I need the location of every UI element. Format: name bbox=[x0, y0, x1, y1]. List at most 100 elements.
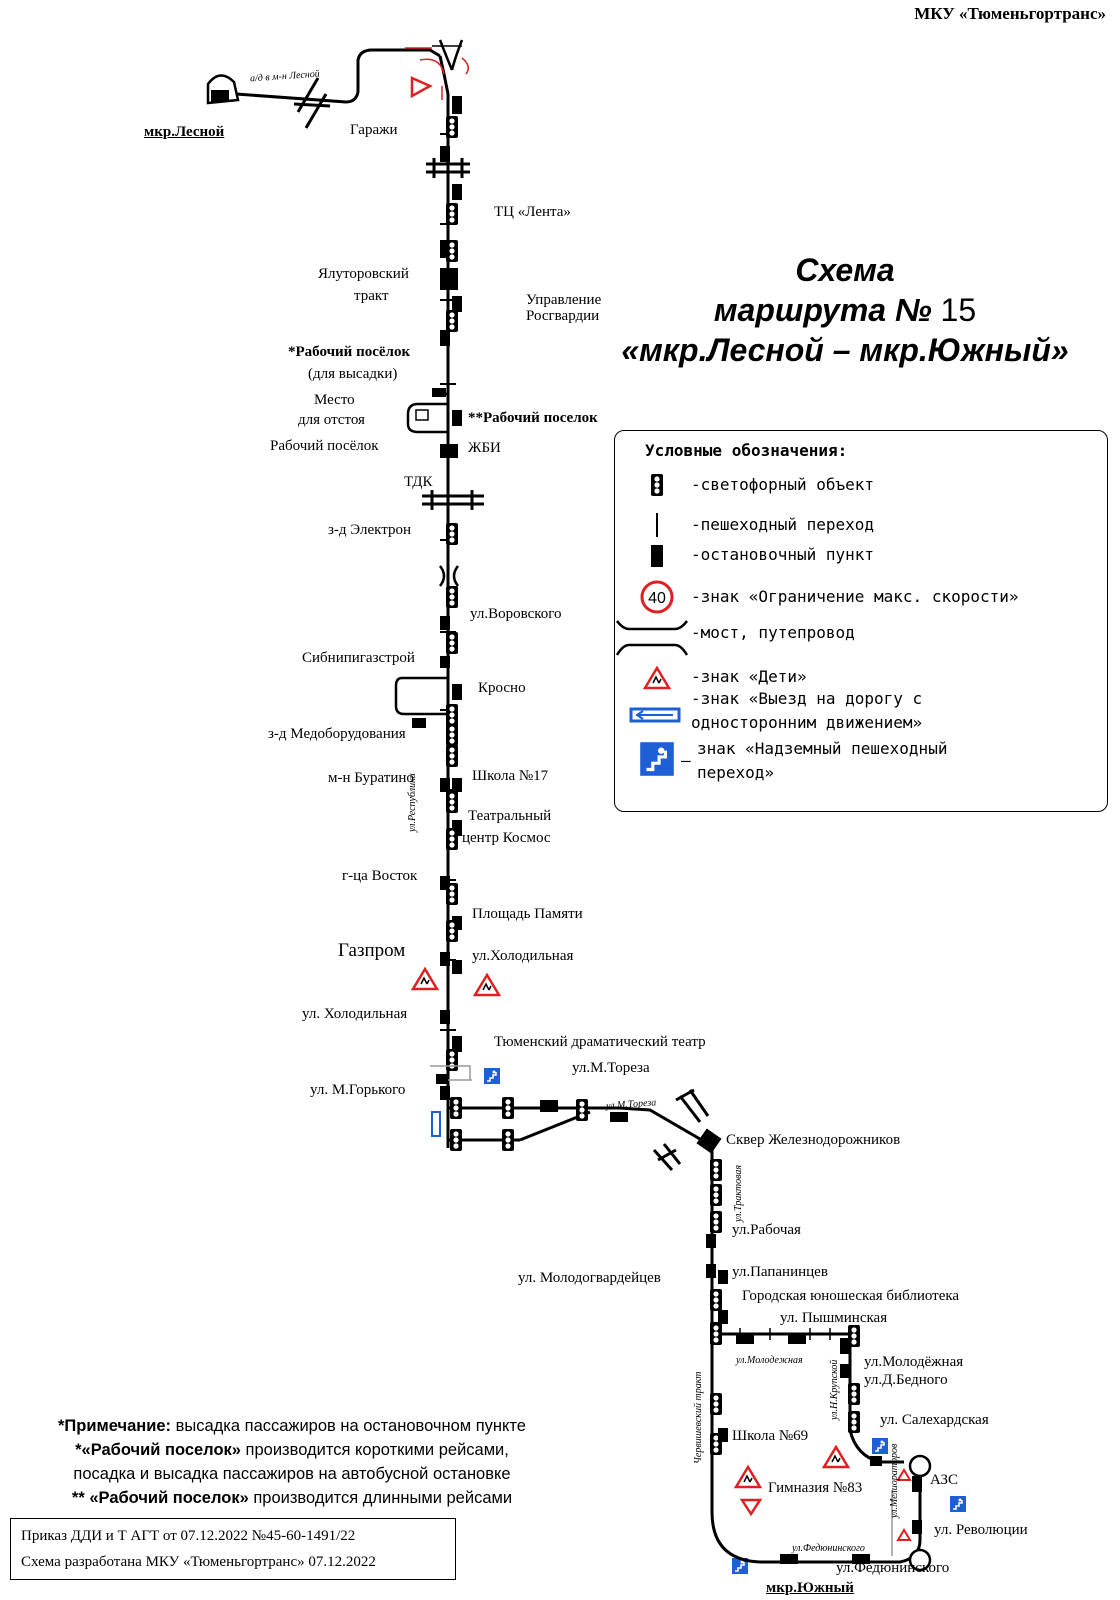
organization-name: МКУ «Тюменьгортранс» bbox=[914, 4, 1106, 23]
stop-label-zhbi: ЖБИ bbox=[468, 440, 501, 456]
stop-label-revol: ул. Революции bbox=[934, 1522, 1028, 1538]
stop-label-dramteatr: Тюменский драматический театр bbox=[494, 1034, 706, 1050]
stop-label-sibnipi: Сибнипигазстрой bbox=[302, 650, 415, 666]
legend-title: Условные обозначения: bbox=[645, 441, 848, 460]
stop-label-azs: АЗС bbox=[930, 1472, 958, 1488]
stop-label-bednogo: ул.Д.Бедного bbox=[864, 1372, 948, 1388]
stop-label-mesto-1: Место bbox=[314, 392, 355, 408]
stop-label-elektron: з-д Электрон bbox=[328, 522, 412, 538]
gorkogo-lights bbox=[450, 1097, 588, 1151]
one-way-exit-sign-icon bbox=[629, 707, 681, 723]
traffic-light-icon bbox=[651, 474, 663, 496]
yuzhny-terminal bbox=[908, 1454, 932, 1572]
footnote: *Примечание: высадка пассажиров на остан… bbox=[4, 1414, 580, 1510]
road-label-melioratorov: ул.Мелиораторов bbox=[889, 1443, 900, 1518]
stop-label-rab-high-2: (для высадки) bbox=[308, 366, 398, 382]
stop-label-yalut-2: тракт bbox=[354, 288, 389, 304]
stop-label-rosgv-2: Росгвардии bbox=[526, 308, 600, 324]
stop-label-gimn: Гимназия №83 bbox=[768, 1480, 863, 1496]
overpass-crossing-sign-icon bbox=[638, 740, 676, 777]
footnote-line-3: посадка и высадка пассажиров на автобусн… bbox=[73, 1465, 511, 1483]
stop-rab-high bbox=[432, 388, 446, 397]
stop-label-rabochaya: ул.Рабочая bbox=[732, 1222, 801, 1238]
stop-label-krosno: Кросно bbox=[478, 680, 526, 696]
stop-label-toreza: ул.М.Тореза bbox=[572, 1060, 650, 1076]
stop-label-fedyun: ул.Федюнинского bbox=[836, 1560, 950, 1576]
bus-stop-icon bbox=[651, 545, 663, 567]
stop-label-bibl: Городская юношеская библиотека bbox=[742, 1288, 960, 1304]
give-way-sign bbox=[410, 76, 433, 99]
road-label-toreza: ул.М.Тореза bbox=[605, 1097, 657, 1112]
one-way-sign-gorkogo bbox=[431, 1111, 441, 1137]
title-line-2: маршрута № 15 bbox=[713, 292, 977, 328]
stop-label-salekh: ул. Салехардская bbox=[880, 1412, 989, 1428]
stop-label-holod-l: ул. Холодильная bbox=[302, 1006, 408, 1022]
footnote-line-4: ** «Рабочий поселок» производится длинны… bbox=[71, 1489, 513, 1507]
stop-label-skver: Сквер Железнодорожников bbox=[726, 1132, 901, 1148]
stop-label-school17: Школа №17 bbox=[472, 768, 549, 784]
bridge-lesnoy bbox=[293, 77, 331, 129]
pedestrian-crossing-icon bbox=[656, 513, 658, 537]
bridge-garazhi bbox=[426, 158, 470, 178]
stop-label-rosgv-1: Управление bbox=[526, 292, 602, 308]
stop-label-burat: м-н Буратино bbox=[328, 770, 414, 786]
stop-label-papanin: ул.Папанинцев bbox=[732, 1264, 828, 1280]
stop-label-pamyat: Площадь Памяти bbox=[472, 906, 583, 922]
stop-label-pyshm: ул. Пышминская bbox=[780, 1310, 888, 1326]
road-label-nkrupskoy: ул.Н.Крупской bbox=[829, 1359, 840, 1420]
bridge-icon bbox=[615, 620, 689, 656]
gorkogo-stops bbox=[436, 1074, 628, 1122]
road-label-traktovaya: ул.Трактовая bbox=[733, 1164, 744, 1222]
stop-label-yalut-1: Ялуторовский bbox=[318, 266, 409, 282]
footnote-line-2: *«Рабочий поселок» производится коротким… bbox=[75, 1441, 509, 1459]
interchange-mid bbox=[438, 565, 460, 587]
second-trunk-lights bbox=[710, 1159, 722, 1455]
stop-label-molodezh: ул.Молодёжная bbox=[864, 1354, 964, 1370]
road-label-respubliki: ул.Республики bbox=[407, 773, 418, 832]
order-box: Приказ ДДИ и Т АГТ от 07.12.2022 №45-60-… bbox=[10, 1518, 456, 1580]
stop-label-holod-r: ул.Холодильная bbox=[472, 948, 574, 964]
stop-label-rab-long: **Рабочий поселок bbox=[468, 410, 598, 426]
road-label-cherv: Червишевский тракт bbox=[693, 1371, 704, 1464]
stop-label-molodogv: ул. Молодогвардейцев bbox=[518, 1270, 661, 1286]
svg-text:40: 40 bbox=[648, 590, 666, 607]
second-trunk-stops bbox=[706, 1234, 870, 1564]
stop-label-vorovsk: ул.Воровского bbox=[470, 606, 562, 622]
second-trunk-signs bbox=[734, 1465, 763, 1517]
speed-limit-sign-icon: 40 bbox=[640, 580, 674, 614]
stop-label-gazprom: Газпром bbox=[338, 940, 406, 961]
stop-krosno-loop bbox=[412, 718, 426, 728]
stop-label-lenta: ТЦ «Лента» bbox=[494, 204, 571, 220]
title-line-3: «мкр.Лесной – мкр.Южный» bbox=[621, 332, 1069, 368]
stop-label-rab-high: *Рабочий посёлок bbox=[288, 344, 411, 360]
stop-label-teatr-1: Театральный bbox=[468, 808, 552, 824]
road-label-molod: ул.Молодежная bbox=[736, 1355, 803, 1366]
second-trunk bbox=[710, 1146, 922, 1564]
stop-label-teatr-2: центр Космос bbox=[462, 830, 551, 846]
stop-label-rab-left: Рабочий посёлок bbox=[270, 438, 379, 454]
stop-label-vostok: г-ца Восток bbox=[342, 868, 418, 884]
stop-label-yuzhny: мкр.Южный bbox=[766, 1580, 854, 1596]
trunk-stops bbox=[440, 96, 462, 1100]
scheme-title: Схема маршрута № 15 «мкр.Лесной – мкр.Юж… bbox=[585, 250, 1105, 370]
legend-box: Условные обозначения: -светофорный объек… bbox=[614, 430, 1108, 812]
road-label-fedyun: ул.Федюнинского bbox=[792, 1543, 865, 1554]
stop-label-lesnoy: мкр.Лесной bbox=[144, 124, 225, 140]
stop-label-gorkogo: ул. М.Горького bbox=[310, 1082, 406, 1098]
title-line-1: Схема bbox=[795, 252, 895, 288]
stop-label-mesto-2: для отстоя bbox=[298, 412, 365, 428]
red-arrows bbox=[405, 47, 469, 100]
stop-label-garazhi: Гаражи bbox=[350, 122, 398, 138]
stop-mesto bbox=[415, 409, 429, 421]
krosno-loop bbox=[394, 676, 448, 716]
stop-label-tdk: ТДК bbox=[404, 474, 433, 490]
salekh-signs bbox=[822, 1445, 912, 1541]
footnote-line-1: *Примечание: высадка пассажиров на остан… bbox=[58, 1417, 526, 1435]
bridge-toreza bbox=[652, 1088, 710, 1172]
bridge-tdk bbox=[422, 490, 484, 510]
stop-skver bbox=[696, 1128, 722, 1154]
interchange-top bbox=[432, 39, 464, 71]
stop-label-medob: з-д Медоборудования bbox=[268, 726, 406, 742]
